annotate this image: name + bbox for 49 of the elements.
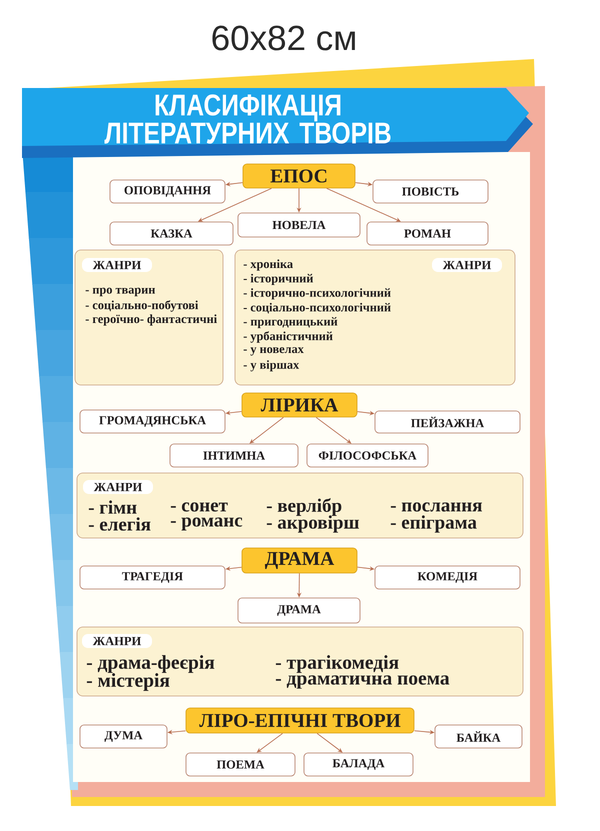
term-box: БАЛАДА — [304, 752, 414, 776]
term-box: ПОЕМА — [186, 752, 296, 776]
list-item: - пригодницький — [244, 317, 338, 328]
term-box: ГРОМАДЯНСЬКА — [80, 410, 226, 434]
term-box: КОМЕДІЯ — [374, 566, 520, 590]
section-heading: ЖАНРИ — [82, 634, 152, 648]
heading-box: ЛІРО-ЕПІЧНІ ТВОРИ — [186, 708, 414, 734]
term-box: ТРАГЕДІЯ — [80, 566, 226, 590]
list-item: - соціально-психологічний — [244, 302, 391, 314]
term-box: КАЗКА — [110, 222, 234, 246]
list-item: - верлібр — [266, 498, 342, 516]
list-item: - драматична поема — [276, 675, 450, 689]
list-item: - героїчно- фантастичні — [86, 314, 217, 326]
list-item: - гімн — [88, 500, 137, 514]
list-item: - трагікомедія — [276, 655, 399, 673]
list-item: - у новелах — [244, 347, 304, 356]
list-item: - драма-феєрія — [86, 655, 214, 673]
term-box: ІНТИМНА — [170, 444, 298, 468]
term-box: ДУМА — [80, 724, 168, 748]
heading-box: ЕПОС — [242, 164, 356, 188]
list-item: - соціально-побутові — [86, 300, 198, 312]
term-box: ОПОВІДАННЯ — [110, 180, 226, 204]
list-item: - романс — [170, 518, 242, 530]
list-item: - акровірш — [266, 515, 359, 533]
list-item: - елегія — [88, 517, 150, 531]
section-heading: ЖАНРИ — [83, 480, 153, 494]
list-item: - історично-психологічний — [244, 288, 391, 300]
heading-box: ЛІРИКА — [242, 392, 358, 418]
section-heading: ЖАНРИ — [82, 258, 152, 272]
term-box: ДРАМА — [238, 598, 360, 624]
term-box: ПЕЙЗАЖНА — [374, 410, 520, 434]
term-box: БАЙКА — [434, 724, 522, 748]
list-item: - містерія — [86, 673, 170, 691]
list-item: - історичний — [244, 274, 314, 285]
section-heading: ЖАНРИ — [432, 258, 502, 272]
list-item: - сонет — [170, 502, 228, 512]
poster-title: КЛАСИФІКАЦІЯ ЛІТЕРАТУРНИХ ТВОРІВ — [104, 94, 391, 144]
list-item: - у віршах — [244, 360, 300, 372]
list-item: - про тварин — [86, 288, 156, 296]
size-label: 60x82 см — [212, 26, 355, 50]
term-box: ПОВІСТЬ — [372, 180, 488, 204]
heading-box: ДРАМА — [242, 548, 358, 574]
term-box: НОВЕЛА — [238, 212, 360, 238]
list-item: - хроніка — [244, 259, 293, 271]
term-box: РОМАН — [366, 222, 488, 246]
term-box: ФІЛОСОФСЬКА — [306, 444, 428, 468]
list-item: - послання — [390, 502, 482, 512]
list-item: - урбаністичний — [244, 331, 333, 343]
list-item: - епіграма — [390, 515, 477, 533]
